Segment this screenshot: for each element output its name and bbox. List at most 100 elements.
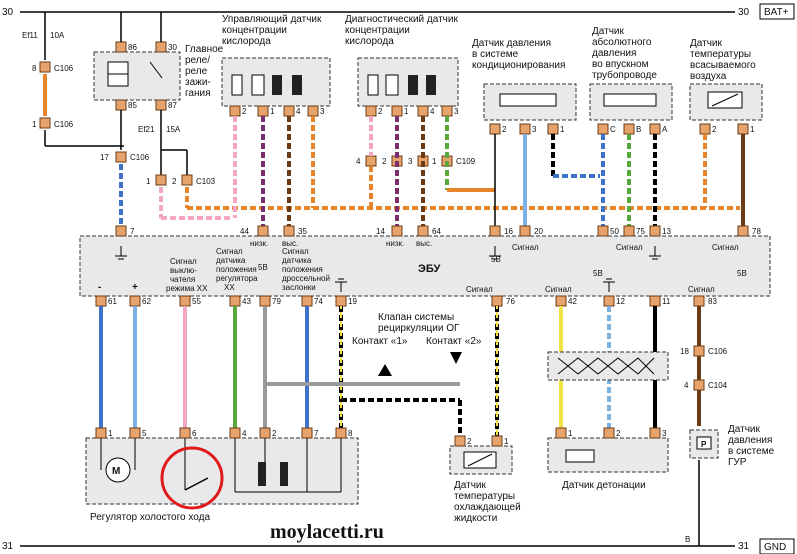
svg-text:1: 1 [568, 429, 573, 438]
svg-text:44: 44 [240, 227, 249, 236]
svg-text:43: 43 [242, 297, 251, 306]
svg-text:7: 7 [130, 227, 135, 236]
svg-text:1: 1 [146, 177, 151, 186]
ac-pressure-label: Датчик давления в системе кондиционирова… [472, 38, 565, 71]
svg-text:C: C [610, 125, 616, 134]
svg-text:8: 8 [32, 64, 37, 73]
svg-text:2: 2 [272, 429, 277, 438]
c106-label-2: C106 [54, 120, 74, 129]
ps-pressure-label: Датчик давления в системе ГУР [728, 424, 777, 468]
motor-icon [105, 457, 131, 483]
svg-text:Сигнал: Сигнал [688, 285, 715, 294]
svg-text:5В: 5В [593, 269, 603, 278]
egr-contact-1: Контакт «1» [352, 336, 408, 347]
svg-text:11: 11 [662, 297, 671, 306]
ef11-amp: 10A [50, 31, 65, 40]
svg-text:2: 2 [242, 107, 247, 116]
map-label: Датчик абсолютного давления во впускном … [592, 26, 657, 81]
svg-text:3: 3 [532, 125, 537, 134]
svg-text:2: 2 [616, 429, 621, 438]
gnd-label: GND [764, 542, 786, 553]
svg-text:20: 20 [534, 227, 543, 236]
svg-text:64: 64 [432, 227, 441, 236]
ef11-label: Ef11 [22, 31, 38, 40]
iat-label: Датчик температуры всасываемого воздуха [690, 38, 758, 82]
ps-pressure-box [689, 429, 719, 459]
svg-text:2: 2 [378, 107, 383, 116]
svg-text:74: 74 [314, 297, 323, 306]
svg-text:3: 3 [454, 107, 459, 116]
svg-text:4: 4 [430, 107, 435, 116]
svg-text:1: 1 [432, 157, 437, 166]
svg-text:87: 87 [168, 101, 177, 110]
svg-text:86: 86 [128, 43, 137, 52]
knock-label: Датчик детонации [562, 480, 646, 491]
svg-text:низк.: низк. [386, 239, 404, 248]
svg-text:8: 8 [348, 429, 353, 438]
gnd-box [759, 538, 795, 554]
ecu-sig-regulator: Сигнал датчика положения регулятора ХХ [216, 247, 260, 292]
svg-text:2: 2 [502, 125, 507, 134]
svg-text:17: 17 [100, 153, 109, 162]
idle-regulator-pins: 1 5 6 4 2 7 8 [95, 427, 353, 439]
c104-label: C104 [708, 381, 728, 390]
svg-text:4: 4 [684, 381, 689, 390]
svg-text:18: 18 [680, 347, 689, 356]
svg-text:76: 76 [506, 297, 515, 306]
svg-text:78: 78 [752, 227, 761, 236]
svg-text:Сигнал: Сигнал [616, 243, 643, 252]
c106-label-1: C106 [54, 64, 74, 73]
batplus-label: BAT+ [764, 7, 789, 18]
svg-text:2: 2 [382, 157, 387, 166]
svg-text:42: 42 [568, 297, 577, 306]
svg-text:4: 4 [296, 107, 301, 116]
egr-label: Клапан системы рециркуляции ОГ [378, 312, 460, 334]
svg-text:Сигнал: Сигнал [545, 285, 572, 294]
svg-text:Сигнал: Сигнал [712, 243, 739, 252]
svg-text:1: 1 [270, 107, 275, 116]
svg-text:-: - [98, 282, 101, 293]
svg-text:+: + [132, 282, 138, 293]
svg-text:55: 55 [192, 297, 201, 306]
svg-text:1: 1 [504, 437, 509, 446]
ecu-bottom-pins: 61 62 55 43 79 74 19 76 42 12 11 83 [95, 295, 717, 307]
relay-label: Главное реле/ реле зажи- гания [185, 44, 226, 99]
svg-text:низк.: низк. [250, 239, 268, 248]
svg-text:85: 85 [128, 101, 137, 110]
svg-text:Сигнал: Сигнал [466, 285, 493, 294]
ecu-sig-idle-switch: Сигнал выклю- чателя режима ХХ [166, 257, 208, 293]
b-label: B [685, 535, 690, 544]
svg-text:14: 14 [376, 227, 385, 236]
svg-text:2: 2 [467, 437, 472, 446]
ecu-label: ЭБУ [418, 263, 440, 275]
svg-text:1: 1 [560, 125, 565, 134]
idle-regulator-label: Регулятор холостого хода [90, 512, 210, 523]
rail-30-right: 30 [738, 7, 750, 18]
svg-text:3: 3 [408, 157, 413, 166]
svg-text:выс.: выс. [282, 239, 298, 248]
svg-text:2: 2 [172, 177, 177, 186]
svg-text:1: 1 [32, 120, 37, 129]
svg-text:3: 3 [662, 429, 667, 438]
svg-text:2: 2 [712, 125, 717, 134]
ecu-top-pins: 44 35 14 64 16 20 50 75 13 78 [115, 225, 761, 237]
svg-text:75: 75 [636, 227, 645, 236]
svg-text:16: 16 [504, 227, 513, 236]
svg-text:3: 3 [320, 107, 325, 116]
c109-label: C109 [456, 157, 476, 166]
svg-text:4: 4 [242, 429, 247, 438]
ecu-sig-throttle: Сигнал датчика положения дроссельной зас… [282, 247, 332, 292]
o2-diag-label: Диагностический датчик концентрации кисл… [345, 14, 461, 47]
svg-text:7: 7 [314, 429, 319, 438]
svg-text:5: 5 [142, 429, 147, 438]
rail-31-right: 31 [738, 541, 750, 552]
ect-label: Датчик температуры охлаждающей жидкости [454, 480, 523, 524]
rail-30-left: 30 [2, 7, 14, 18]
c106-label-3: C106 [130, 153, 150, 162]
svg-text:5В: 5В [737, 269, 747, 278]
svg-text:B: B [636, 125, 641, 134]
main-relay [93, 51, 181, 101]
svg-text:A: A [662, 125, 668, 134]
ps-sensor-letter: P [701, 440, 707, 449]
